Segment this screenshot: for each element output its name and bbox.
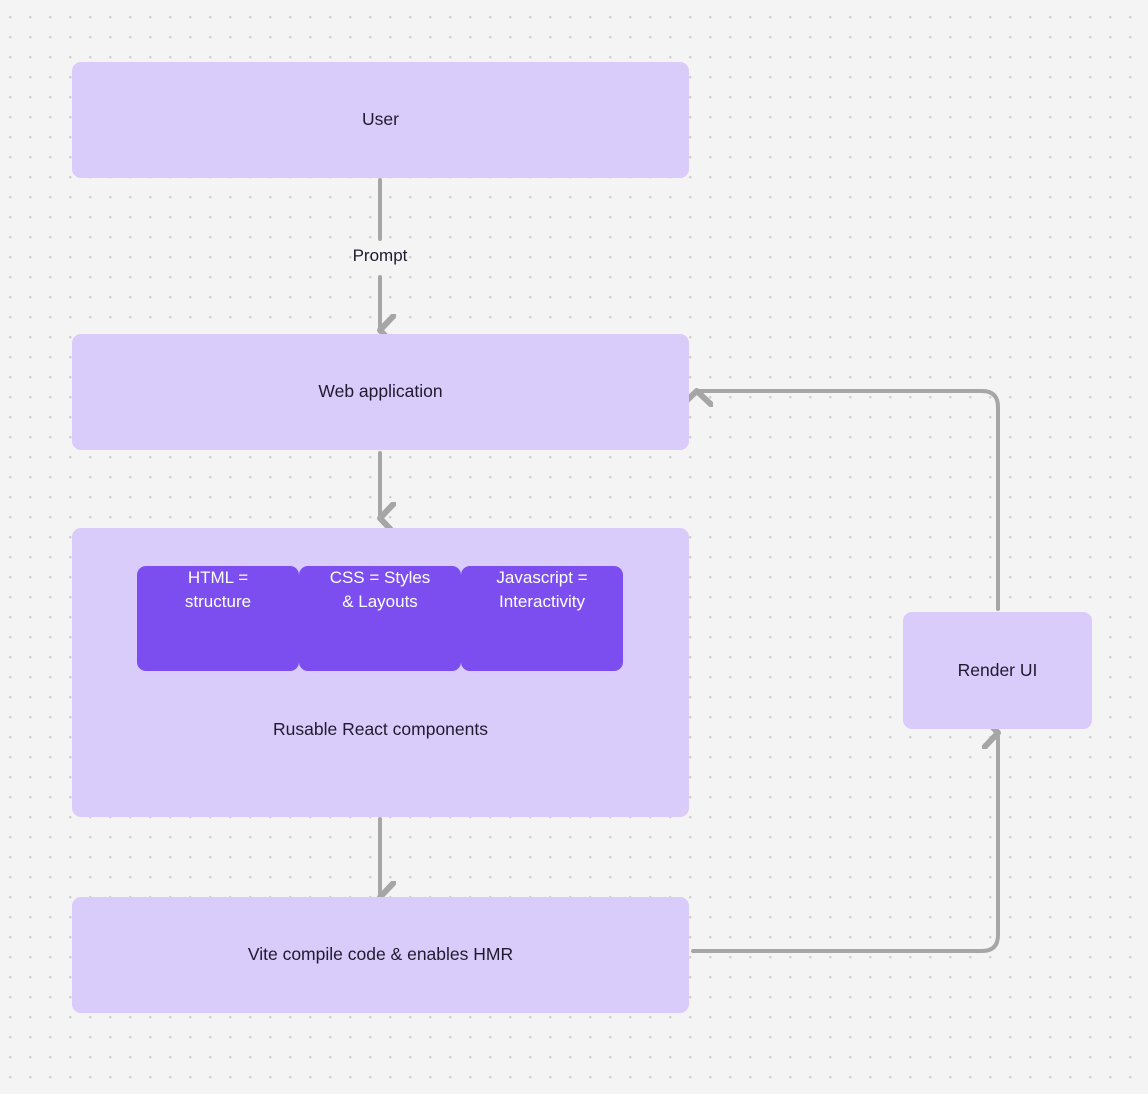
edge-vite-to-render	[691, 736, 998, 953]
node-vite-label: Vite compile code & enables HMR	[247, 944, 514, 965]
node-javascript[interactable]: Javascript = Interactivity	[461, 566, 623, 671]
node-render-ui[interactable]: Render UI	[903, 612, 1092, 729]
node-web-application-label: Web application	[318, 381, 443, 402]
inner-node-row: HTML = structure CSS = Styles & Layouts …	[137, 566, 623, 671]
node-reusable-react-components-label: Rusable React components	[273, 719, 488, 739]
node-reusable-react-components[interactable]: HTML = structure CSS = Styles & Layouts …	[72, 528, 689, 817]
node-user-label: User	[362, 109, 399, 130]
node-vite[interactable]: Vite compile code & enables HMR	[72, 897, 689, 1013]
node-css[interactable]: CSS = Styles & Layouts	[299, 566, 461, 671]
node-html[interactable]: HTML = structure	[137, 566, 299, 671]
edge-label-prompt: Prompt	[352, 246, 408, 265]
edge-render-to-web	[700, 391, 1000, 611]
node-web-application[interactable]: Web application	[72, 334, 689, 450]
node-user[interactable]: User	[72, 62, 689, 178]
node-render-ui-label: Render UI	[957, 659, 1038, 680]
